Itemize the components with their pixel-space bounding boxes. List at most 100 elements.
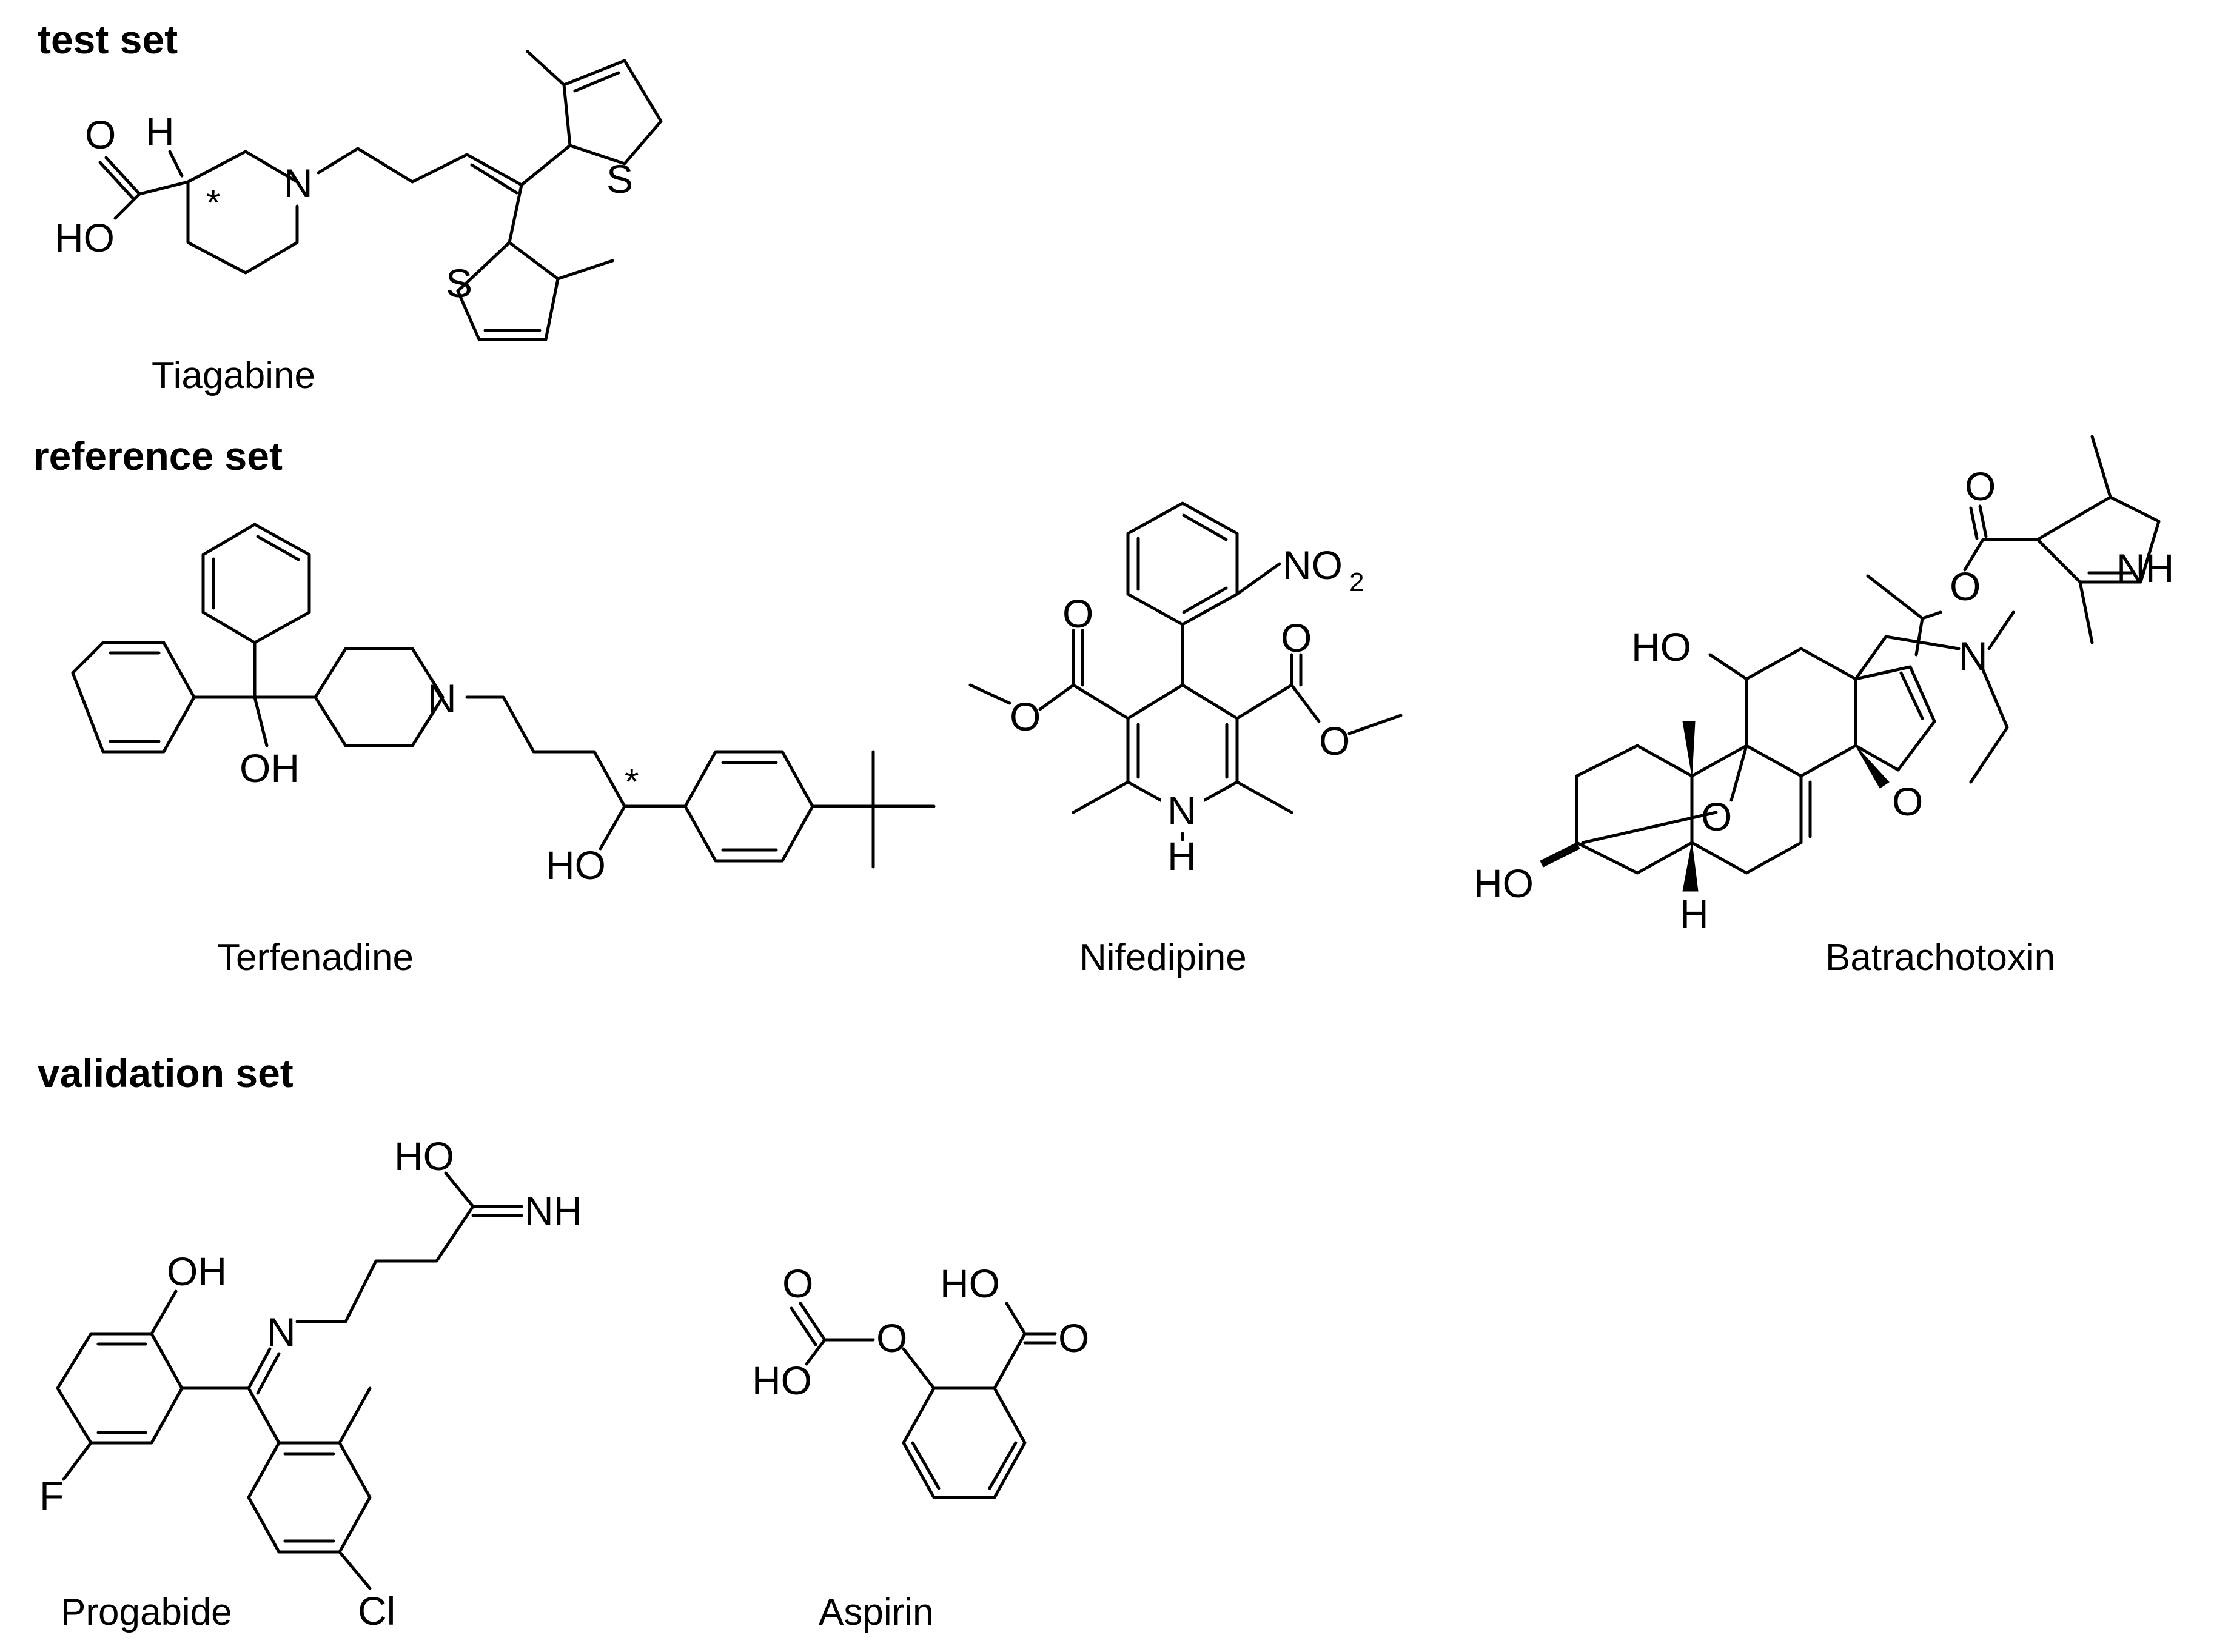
bond bbox=[470, 163, 518, 195]
atom-H: H bbox=[1680, 891, 1709, 936]
bond bbox=[113, 192, 141, 220]
bond bbox=[150, 1289, 178, 1336]
bond bbox=[1969, 668, 2009, 784]
bond bbox=[1969, 506, 1979, 540]
atom-O: O bbox=[782, 1261, 813, 1306]
wedge-bond bbox=[1855, 745, 1890, 789]
ring-A bbox=[1575, 744, 1694, 875]
label-nifedipine: Nifedipine bbox=[1079, 937, 1247, 978]
progabide-structure: HO NH N OH F Cl bbox=[39, 1134, 582, 1633]
bond bbox=[1899, 671, 1924, 720]
atom-OH: OH bbox=[240, 746, 300, 791]
bond bbox=[1235, 780, 1293, 814]
atom-HO: HO bbox=[1631, 624, 1691, 669]
bond bbox=[1038, 683, 1075, 711]
atom-O: O bbox=[876, 1316, 907, 1360]
atom-O: O bbox=[85, 112, 116, 157]
bond bbox=[1987, 610, 2015, 650]
benzene-ring bbox=[902, 1386, 1027, 1499]
bond bbox=[98, 161, 135, 201]
atom-H: H bbox=[146, 109, 175, 154]
phenyl-ring bbox=[1126, 501, 1239, 626]
ring-C bbox=[1745, 647, 1857, 778]
bond bbox=[1884, 635, 1961, 650]
bond bbox=[1005, 1302, 1027, 1336]
terfenadine-structure: OH N * HO bbox=[71, 523, 936, 888]
atom-O: O bbox=[1892, 779, 1923, 824]
batrachotoxin-structure: O O NH HO H O HO bbox=[1474, 435, 2174, 936]
atom-H: H bbox=[1167, 834, 1196, 878]
hash-bond bbox=[1708, 653, 1748, 681]
atom-O: O bbox=[1965, 464, 1996, 509]
atom-N: N bbox=[1167, 788, 1196, 833]
bond bbox=[1290, 683, 1321, 723]
chiral-asterisk: * bbox=[625, 761, 639, 802]
bond bbox=[62, 1441, 93, 1481]
label-terfenadine: Terfenadine bbox=[217, 937, 414, 978]
bond bbox=[1235, 562, 1281, 596]
bond bbox=[805, 1338, 827, 1366]
bond bbox=[338, 1386, 372, 1445]
atom-O: O bbox=[1058, 1316, 1089, 1360]
bond bbox=[556, 259, 614, 281]
phenyl-ring bbox=[201, 523, 311, 644]
chiral-asterisk: * bbox=[206, 182, 220, 223]
atom-O: O bbox=[1062, 591, 1093, 636]
heading-reference-set: reference set bbox=[33, 433, 283, 478]
bond bbox=[520, 144, 572, 187]
piperidine-ring bbox=[314, 647, 445, 747]
bond bbox=[790, 1306, 817, 1346]
atom-HO: HO bbox=[55, 215, 115, 260]
atom-OH: OH bbox=[167, 1249, 227, 1294]
hash-bond bbox=[1921, 610, 1942, 620]
hash-bond bbox=[168, 150, 184, 178]
label-aspirin: Aspirin bbox=[819, 1591, 934, 1633]
pyrrole-ring bbox=[2036, 495, 2161, 584]
bond bbox=[295, 1205, 475, 1323]
atom-S: S bbox=[606, 156, 633, 201]
heading-validation-set: validation set bbox=[38, 1051, 294, 1095]
ring-D bbox=[1854, 665, 1936, 772]
ring-bond bbox=[456, 241, 560, 341]
bond bbox=[1072, 780, 1130, 814]
bond bbox=[1182, 586, 1228, 614]
ring-bond bbox=[562, 59, 663, 166]
bond bbox=[444, 1171, 475, 1208]
bond bbox=[465, 153, 523, 187]
atom-NH: NH bbox=[2116, 546, 2174, 590]
phenyl-ring bbox=[683, 750, 814, 863]
bond bbox=[911, 1441, 941, 1490]
atom-HO: HO bbox=[546, 843, 606, 888]
methyl-wedge bbox=[1682, 721, 1696, 777]
heading-test-set: test set bbox=[38, 17, 178, 62]
nifedipine-structure: NO 2 N H O O O O bbox=[968, 501, 1403, 878]
atom-O: O bbox=[1010, 694, 1041, 739]
bond bbox=[338, 1550, 372, 1590]
bond bbox=[256, 535, 300, 561]
atom-N: N bbox=[267, 1309, 296, 1354]
atom-HO: HO bbox=[752, 1358, 812, 1403]
phenol-ring bbox=[56, 1332, 184, 1445]
bond bbox=[1914, 617, 1924, 657]
bond bbox=[138, 180, 190, 196]
bond bbox=[1072, 683, 1130, 720]
bond bbox=[1978, 504, 1988, 538]
atom-N: N bbox=[428, 676, 457, 721]
H-wedge bbox=[1682, 842, 1699, 892]
bond bbox=[186, 150, 299, 184]
atom-F: F bbox=[39, 1473, 64, 1518]
bond bbox=[1729, 744, 1748, 802]
atom-N: N bbox=[284, 161, 313, 206]
wedge-bond bbox=[1540, 842, 1580, 868]
atom-NO: NO bbox=[1283, 543, 1343, 587]
chlorophenyl-ring bbox=[247, 1441, 372, 1554]
phenyl-ring bbox=[71, 641, 196, 754]
atom-O: O bbox=[1281, 615, 1312, 660]
bond bbox=[968, 683, 1011, 705]
atom-O: O bbox=[1950, 564, 1981, 609]
bond bbox=[508, 183, 523, 244]
label-batrachotoxin: Batrachotoxin bbox=[1825, 937, 2055, 978]
atom-HO: HO bbox=[1474, 861, 1534, 906]
